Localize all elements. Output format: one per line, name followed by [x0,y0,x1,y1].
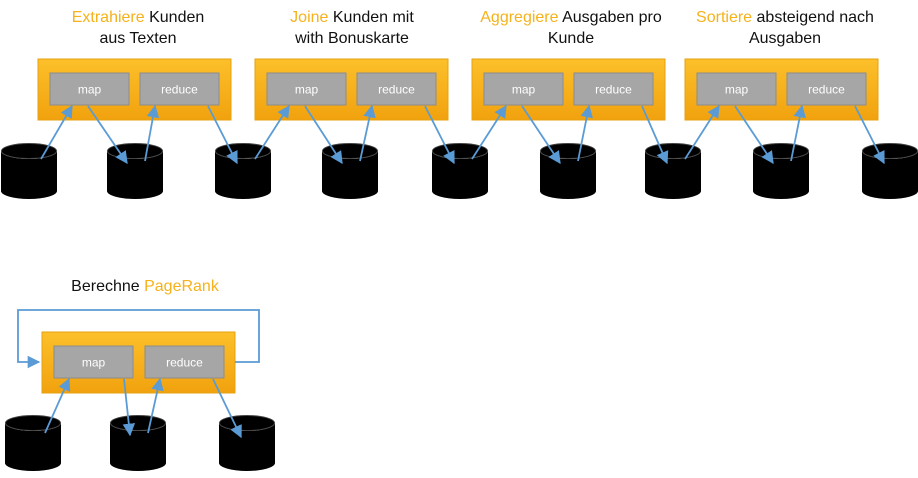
pagerank-arrow-intermediate-to-reduce [147,377,164,434]
stage-3-arrow-intermediate-to-reduce [577,104,593,162]
svg-text:map: map [78,83,102,97]
datastore-6 [540,143,596,199]
stage-3-map-task: map [483,72,564,106]
stage-4-arrow-intermediate-to-reduce [790,104,806,162]
svg-text:reduce: reduce [161,83,198,97]
stage-2-arrow-input-to-map [254,104,290,160]
stage-4-reduce-task: reduce [786,72,867,106]
datastore-8 [753,143,809,199]
stage-3-title-rest: Ausgaben pro [558,9,662,26]
datastore-2 [107,143,163,199]
pagerank-iteration-loop-arrow [17,309,260,369]
stage-1-title-highlight: Extrahiere [71,9,145,26]
pagerank-arrow-reduce-to-output [212,378,242,439]
svg-text:reduce: reduce [808,83,845,97]
pagerank-title: Berechne PageRank [40,276,250,297]
stage-4-title: Sortiere absteigend nach Ausgaben [680,7,890,49]
pagerank-datastore-3 [219,415,275,471]
stage-4-title-rest: absteigend nach [752,9,874,26]
stage-4-arrow-map-to-intermediate [734,105,774,165]
stage-2-map-task: map [266,72,347,106]
stage-1-title-line2: aus Texten [99,30,177,47]
stage-2-arrow-intermediate-to-reduce [359,104,376,162]
stage-1-map-task: map [49,72,130,106]
stage-1-arrow-input-to-map [40,104,73,160]
stage-4-arrow-reduce-to-output [854,105,885,165]
stage-4-title-highlight: Sortiere [696,9,753,26]
pagerank-arrow-map-to-intermediate [122,378,136,437]
pagerank-map-task: map [53,345,134,379]
stage-2-title-rest: Kunden mit [328,9,414,26]
stage-4-title-line2: Ausgaben [748,30,822,47]
stage-1-arrow-map-to-intermediate [87,105,128,165]
datastore-1 [1,143,57,199]
pagerank-datastore-2 [110,415,166,471]
datastore-5 [432,143,488,199]
svg-text:map: map [725,83,749,97]
datastore-9 [862,143,918,199]
stage-2-arrow-reduce-to-output [424,105,455,165]
svg-text:reduce: reduce [378,83,415,97]
pagerank-arrow-input-to-map [44,377,71,434]
svg-text:map: map [512,83,536,97]
stage-3-title: Aggregiere Ausgaben pro Kunde [466,7,676,49]
pagerank-title-highlight: PageRank [144,278,219,295]
pagerank-title-prefix: Berechne [71,278,145,295]
stage-2-title-line2: with Bonuskarte [295,30,409,47]
datastore-4 [322,143,378,199]
datastore-7 [645,143,701,199]
svg-text:reduce: reduce [595,83,632,97]
stage-3-arrow-map-to-intermediate [521,105,561,165]
svg-text:map: map [82,356,106,370]
stage-3-arrow-input-to-map [471,104,507,160]
stage-1-title: Extrahiere Kunden aus Texten [38,7,238,49]
stage-3-arrow-reduce-to-output [641,105,669,165]
datastore-3 [215,143,271,199]
stage-2-reduce-task: reduce [356,72,437,106]
stage-3-reduce-task: reduce [573,72,654,106]
stage-1-reduce-task: reduce [139,72,220,106]
svg-text:reduce: reduce [166,356,203,370]
stage-4-arrow-input-to-map [684,104,720,160]
stage-4-map-task: map [696,72,777,106]
stage-1-arrow-intermediate-to-reduce [144,104,160,162]
stage-3-title-line2: Kunde [547,30,595,47]
pagerank-reduce-task: reduce [144,345,225,379]
stage-2-title-highlight: Joine [290,9,329,26]
stage-2-arrow-map-to-intermediate [304,105,343,165]
stage-1-arrow-reduce-to-output [207,105,238,165]
stage-3-title-highlight: Aggregiere [480,9,559,26]
stage-2-title: Joine Kunden mit with Bonuskarte [252,7,452,49]
stage-1-title-rest: Kunden [144,9,205,26]
pagerank-datastore-1 [5,415,61,471]
svg-text:map: map [295,83,319,97]
